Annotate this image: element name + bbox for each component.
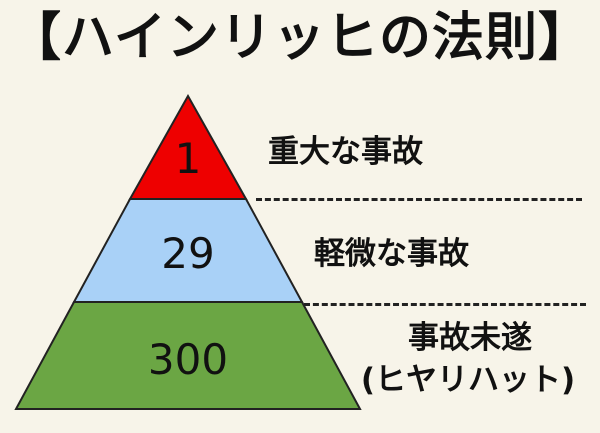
tier-bottom-label-line1: 事故未遂 <box>408 320 532 356</box>
tier-bottom-label-line2: (ヒヤリハット) <box>360 362 576 398</box>
pyramid-tier-bottom <box>14 301 362 410</box>
tier-top-number: 1 <box>175 134 202 183</box>
tier-middle-label: 軽微な事故 <box>314 236 469 272</box>
tier-top-label: 重大な事故 <box>268 134 423 170</box>
tier-bottom-number: 300 <box>148 335 228 384</box>
separator-line-lower <box>304 303 586 306</box>
diagram-title: 【ハインリッヒの法則】 <box>9 8 591 68</box>
tier-middle-number: 29 <box>161 229 214 278</box>
separator-line-upper <box>256 198 582 201</box>
